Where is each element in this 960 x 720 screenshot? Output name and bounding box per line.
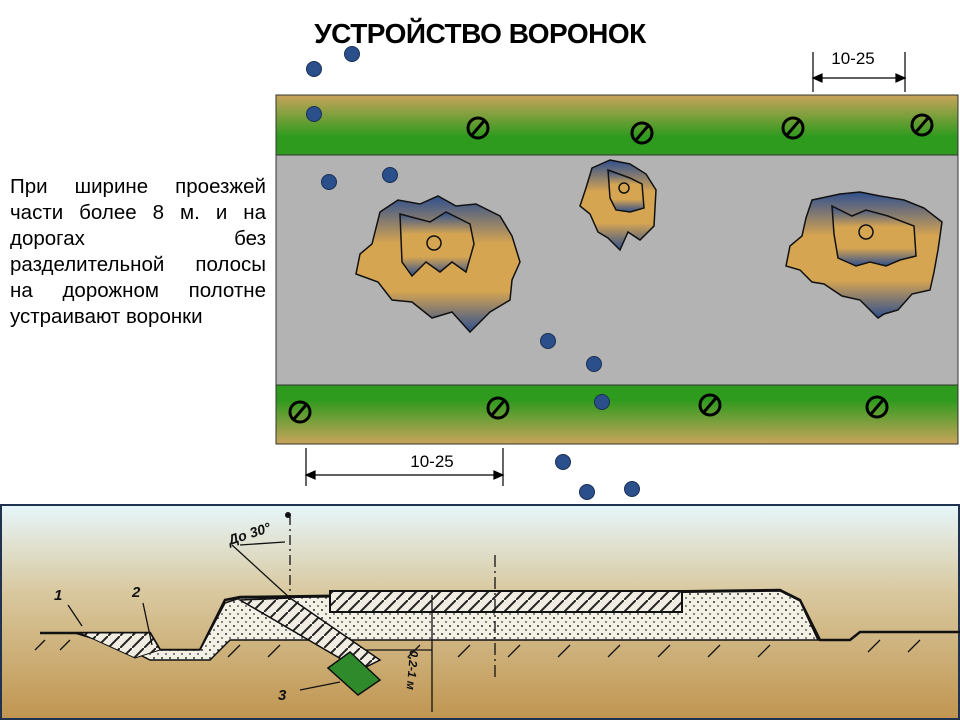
cross-section-diagram: 1 2 3 До 30° 0,2-1 м bbox=[0, 504, 960, 720]
drain-symbol-icon bbox=[486, 396, 510, 420]
drain-symbol-icon bbox=[865, 395, 889, 419]
drain-pipe bbox=[237, 597, 382, 671]
dimension-bottom-label: 10-25 bbox=[410, 452, 453, 471]
road-pavement bbox=[329, 590, 683, 613]
dimension-top-label: 10-25 bbox=[831, 49, 874, 68]
depth-label: 0,2-1 м bbox=[404, 650, 421, 691]
marker-dot bbox=[624, 481, 640, 497]
crater-left bbox=[355, 195, 521, 334]
marker-dot bbox=[321, 174, 337, 190]
drain-symbol-icon bbox=[781, 116, 805, 140]
road bbox=[275, 94, 959, 445]
marker-dot bbox=[344, 46, 360, 62]
drain-symbol-icon bbox=[698, 393, 722, 417]
marker-dot bbox=[306, 61, 322, 77]
drain-symbol-icon bbox=[288, 400, 312, 424]
marker-dot bbox=[382, 167, 398, 183]
label-1: 1 bbox=[54, 587, 62, 604]
drain-symbol-icon bbox=[630, 121, 654, 145]
marker-dot bbox=[555, 454, 571, 470]
drain-symbol-icon bbox=[466, 116, 490, 140]
verge-bottom bbox=[275, 384, 959, 445]
label-2: 2 bbox=[131, 584, 141, 601]
marker-dot bbox=[306, 106, 322, 122]
slide-description: При ширине проезжей части более 8 м. и н… bbox=[10, 175, 266, 328]
marker-dot bbox=[579, 484, 595, 500]
drain-symbol-icon bbox=[910, 113, 934, 137]
filter-block bbox=[326, 651, 382, 696]
label-3: 3 bbox=[278, 687, 287, 704]
marker-dot bbox=[586, 356, 602, 372]
slide-title: УСТРОЙСТВО ВОРОНОК bbox=[314, 18, 646, 49]
verge-top bbox=[275, 94, 959, 156]
marker-dot bbox=[594, 394, 610, 410]
crater-middle bbox=[579, 159, 657, 252]
marker-dot bbox=[540, 333, 556, 349]
dimension-top: 10-25 bbox=[811, 49, 907, 92]
crater-right bbox=[785, 191, 943, 319]
dimension-bottom: 10-25 bbox=[304, 448, 505, 486]
